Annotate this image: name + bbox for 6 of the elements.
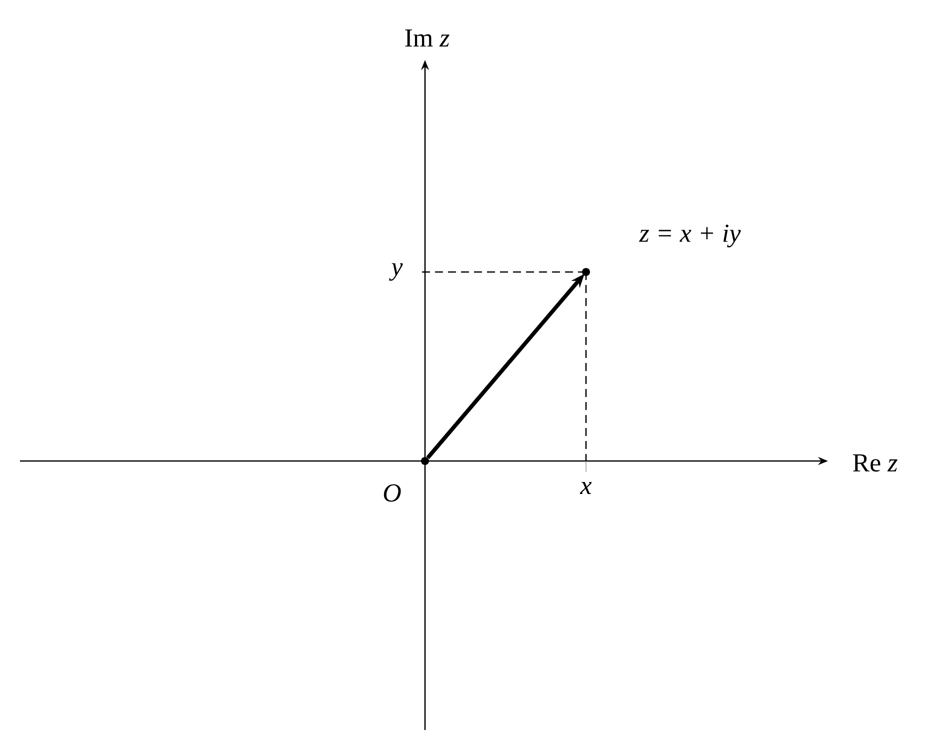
point-label: O	[384, 484, 401, 502]
axis-label: Re z	[853, 454, 898, 472]
axis-label: Im z	[405, 29, 450, 46]
coordinate-label: y	[389, 263, 403, 281]
coordinate-label: x	[580, 482, 592, 494]
point-label: z = x + iy	[638, 224, 741, 248]
